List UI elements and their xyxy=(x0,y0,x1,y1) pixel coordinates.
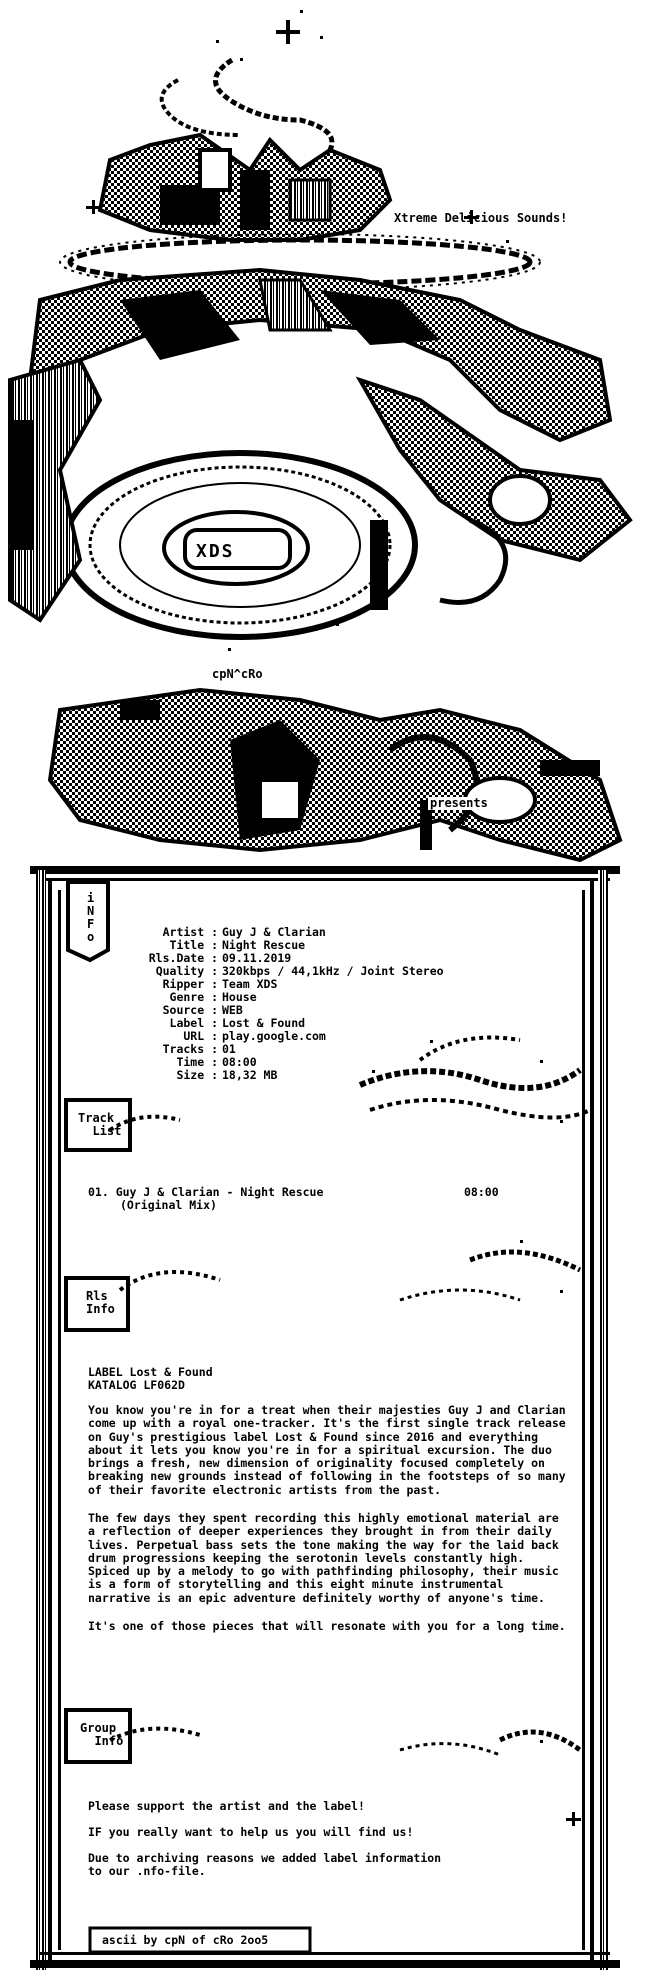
track-line-1: 01. Guy J & Clarian - Night Rescue xyxy=(88,1185,324,1199)
field-title-value: Night Rescue xyxy=(222,938,306,952)
field-genre-key: Genre : xyxy=(169,990,218,1004)
field-artist-key: Artist : xyxy=(162,925,218,939)
field-quality-value: 320kbps / 44,1kHz / Joint Stereo xyxy=(222,964,444,978)
group-info-line-3a: Due to archiving reasons we added label … xyxy=(88,1851,442,1865)
field-source-key: Source : xyxy=(162,1003,218,1017)
tracklist-section-label: Track List xyxy=(78,1111,122,1138)
field-url-value: play.google.com xyxy=(222,1029,326,1043)
field-rlsdate-value: 09.11.2019 xyxy=(222,951,292,965)
field-source-value: WEB xyxy=(222,1003,243,1017)
presents-label: presents xyxy=(428,796,490,810)
field-genre-value: House xyxy=(222,990,257,1004)
label-header: LABEL Lost & Found xyxy=(88,1365,213,1379)
field-size-value: 18,32 MB xyxy=(222,1068,278,1082)
track-time: 08:00 xyxy=(464,1185,499,1199)
field-artist-value: Guy J & Clarian xyxy=(222,925,326,939)
ascii-credit-footer: ascii by cpN of cRo 2oo5 xyxy=(102,1933,269,1947)
field-tracks-key: Tracks : xyxy=(162,1042,218,1056)
group-info-line-2: IF you really want to help us you will f… xyxy=(88,1825,414,1839)
field-quality-key: Quality : xyxy=(155,964,218,978)
katalog-number: KATALOG LF062D xyxy=(88,1378,185,1392)
field-rlsdate-key: Rls.Date : xyxy=(148,951,218,965)
xds-logo: XDS xyxy=(196,541,235,562)
rls-section-label: Rls Info xyxy=(86,1289,115,1316)
field-label-key: Label : xyxy=(169,1016,218,1030)
tagline: Xtreme Delicious Sounds! xyxy=(394,211,568,225)
field-url-key: URL : xyxy=(183,1029,218,1043)
group-info-line-3b: to our .nfo-file. xyxy=(88,1864,206,1878)
field-ripper-key: Ripper : xyxy=(162,977,218,991)
field-title-key: Title : xyxy=(169,938,218,952)
field-time-value: 08:00 xyxy=(222,1055,257,1069)
release-description-para-2: The few days they spent recording this h… xyxy=(88,1511,559,1605)
group-section-label: Group Info xyxy=(80,1721,124,1748)
field-ripper-value: Team XDS xyxy=(222,977,278,991)
field-tracks-value: 01 xyxy=(222,1042,236,1056)
release-description-para-3: It's one of those pieces that will reson… xyxy=(88,1619,566,1633)
artist-credit: cpN^cRo xyxy=(212,667,263,681)
field-time-key: Time : xyxy=(176,1055,218,1069)
info-section-label: i N F o xyxy=(87,891,95,944)
release-description-para-1: You know you're in for a treat when thei… xyxy=(88,1403,566,1497)
field-size-key: Size : xyxy=(176,1068,218,1082)
track-line-2: (Original Mix) xyxy=(120,1198,217,1212)
group-info-line-1: Please support the artist and the label! xyxy=(88,1799,365,1813)
field-label-value: Lost & Found xyxy=(222,1016,306,1030)
